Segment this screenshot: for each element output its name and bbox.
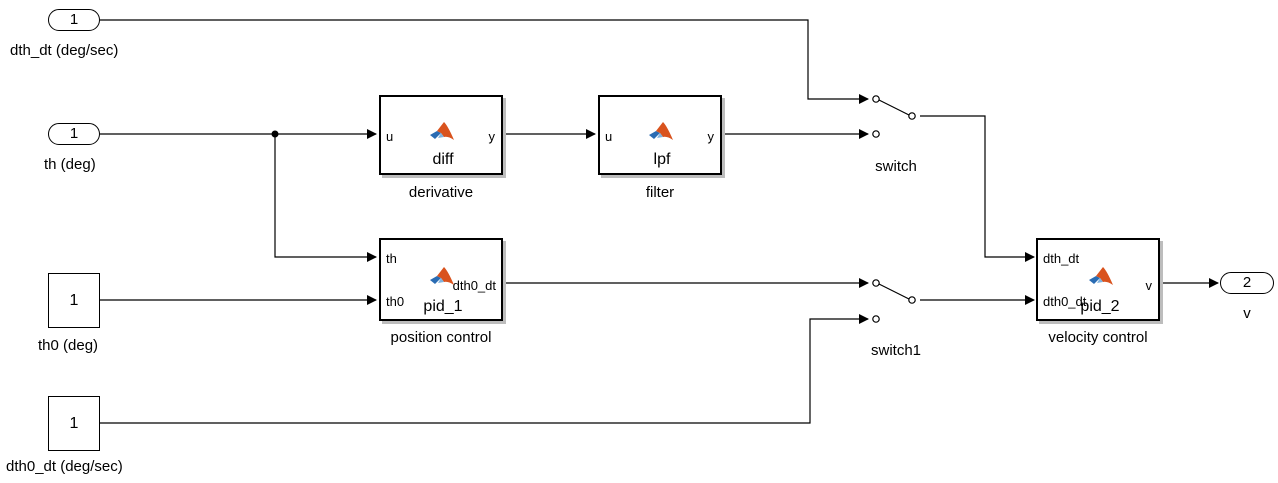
switch1-label: switch1 xyxy=(870,342,922,359)
matlab-logo-icon xyxy=(1089,267,1113,285)
inport-dth-dt-label: dth_dt (deg/sec) xyxy=(10,42,119,59)
velocity-in-dth0dt-port: dth0_dt xyxy=(1043,294,1087,309)
constant-th0[interactable]: 1 xyxy=(48,273,100,328)
branch-point xyxy=(271,130,279,138)
position-control-block[interactable]: th th0 dth0_dt pid_1 xyxy=(379,238,503,321)
matlab-logo-icon xyxy=(430,267,454,285)
position-in-th-port: th xyxy=(386,251,397,266)
matlab-logo-icon xyxy=(430,122,454,140)
constant-dth0-dt[interactable]: 1 xyxy=(48,396,100,451)
filter-block[interactable]: u y lpf xyxy=(598,95,722,175)
filter-label: filter xyxy=(645,184,675,201)
position-in-th0-port: th0 xyxy=(386,294,405,309)
velocity-in-dthdt-port: dth_dt xyxy=(1043,251,1080,266)
wire-th-to-position xyxy=(274,134,377,262)
switch1-symbol xyxy=(872,279,916,323)
velocity-function-name: pid_2 xyxy=(1080,298,1120,315)
derivative-in-port: u xyxy=(386,129,394,144)
outport-v[interactable]: 2 xyxy=(1220,272,1274,294)
velocity-out-port: v xyxy=(1145,278,1153,293)
filter-in-port: u xyxy=(605,129,613,144)
matlab-logo-icon xyxy=(649,122,673,140)
inport-th-label: th (deg) xyxy=(44,156,96,173)
wire-dth0dt-to-switch1 xyxy=(100,314,869,424)
switch-label: switch xyxy=(875,158,917,175)
inport-dth-dt[interactable]: 1 xyxy=(48,9,100,31)
derivative-function-name: diff xyxy=(432,151,454,168)
wire-switch-to-velocity xyxy=(920,115,1035,262)
switch-symbol xyxy=(872,95,916,138)
derivative-label: derivative xyxy=(408,184,474,201)
derivative-out-port: y xyxy=(488,129,496,144)
outport-v-label: v xyxy=(1243,305,1251,322)
filter-out-port: y xyxy=(707,129,715,144)
constant-th0-label: th0 (deg) xyxy=(38,337,99,354)
inport-th[interactable]: 1 xyxy=(48,123,100,145)
wire-dthdt-to-switch xyxy=(100,19,869,104)
velocity-control-block[interactable]: dth_dt dth0_dt v pid_2 xyxy=(1036,238,1160,321)
position-control-label: position control xyxy=(390,329,492,346)
position-out-port: dth0_dt xyxy=(452,278,496,293)
filter-function-name: lpf xyxy=(653,151,671,168)
derivative-block[interactable]: u y diff xyxy=(379,95,503,175)
constant-dth0-dt-label: dth0_dt (deg/sec) xyxy=(6,458,123,475)
velocity-control-label: velocity control xyxy=(1048,329,1148,346)
position-function-name: pid_1 xyxy=(423,298,463,315)
